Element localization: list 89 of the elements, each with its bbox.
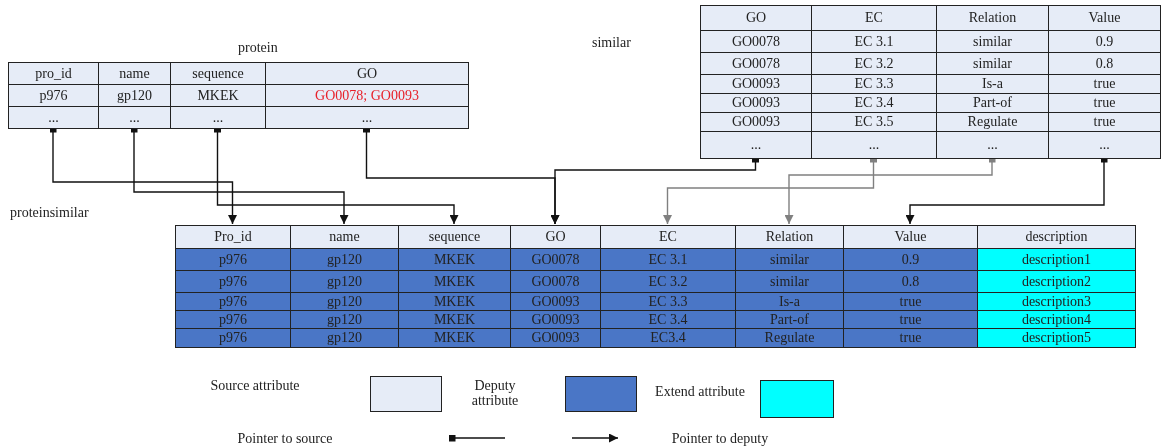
data-cell: similar [936,52,1049,75]
data-cell: description2 [977,270,1136,293]
data-cell: 0.8 [1048,52,1161,75]
data-cell: MKEK [398,328,511,348]
table-column [735,225,844,347]
data-cell: MKEK [398,248,511,271]
header-cell: EC [811,5,937,31]
data-cell: true [843,328,978,348]
data-cell: description1 [977,248,1136,271]
header-cell: Pro_id [175,225,291,249]
data-cell: Regulate [936,112,1049,132]
table-column [170,62,266,128]
header-cell: name [290,225,399,249]
data-cell: Part-of [936,93,1049,113]
data-cell: MKEK [398,270,511,293]
data-cell: similar [936,30,1049,53]
data-cell: Regulate [735,328,844,348]
data-cell: EC 3.4 [811,93,937,113]
data-cell: ... [98,106,171,129]
data-cell: ... [1048,131,1161,159]
table-column [175,225,291,347]
data-cell: true [1048,74,1161,94]
table-column [811,5,937,158]
data-cell: GO0093 [510,328,601,348]
header-cell: EC [600,225,736,249]
data-cell: EC3.4 [600,328,736,348]
data-cell: EC 3.3 [811,74,937,94]
header-cell: Relation [936,5,1049,31]
legend-label: Extend attribute [655,384,745,399]
data-cell: GO0093 [700,112,812,132]
database-table [590,5,1160,158]
data-cell: EC 3.5 [811,112,937,132]
table-column [510,225,601,347]
data-cell: ... [700,131,812,159]
header-cell: sequence [398,225,511,249]
table-column [1048,5,1161,158]
data-cell: GO0078; GO0093 [265,84,469,107]
data-cell: p976 [175,270,291,293]
legend-label: Pointer to source [236,431,334,446]
table-column [977,225,1136,347]
data-cell: gp120 [290,328,399,348]
data-cell: GO0078 [700,30,812,53]
table-column [8,62,99,128]
table-column [843,225,978,347]
data-cell: GO0078 [700,52,812,75]
data-cell: GO0093 [700,74,812,94]
data-cell: true [1048,112,1161,132]
table-column [98,62,171,128]
header-cell: Value [1048,5,1161,31]
data-cell: description5 [977,328,1136,348]
data-cell: p976 [175,248,291,271]
header-cell: GO [700,5,812,31]
header-cell: GO [510,225,601,249]
table-column [700,5,812,158]
table-title: protein [238,40,278,56]
data-cell: ... [170,106,266,129]
header-cell: description [977,225,1136,249]
header-cell: Relation [735,225,844,249]
data-cell: 0.9 [1048,30,1161,53]
data-cell: MKEK [170,84,266,107]
legend-label: Deputy attribute [470,378,520,408]
database-table [8,40,468,128]
legend-label: Pointer to deputy [670,431,770,446]
table-column [290,225,399,347]
data-cell: 0.9 [843,248,978,271]
header-cell: GO [265,62,469,85]
data-cell: Is-a [936,74,1049,94]
table-title: proteinsimilar [10,205,89,221]
data-cell: p976 [175,328,291,348]
table-column [600,225,736,347]
data-cell: ... [811,131,937,159]
database-table [8,205,1136,347]
table-column [936,5,1049,158]
data-cell: EC 3.1 [600,248,736,271]
data-cell: 0.8 [843,270,978,293]
data-cell: ... [265,106,469,129]
header-cell: sequence [170,62,266,85]
data-cell: GO0093 [700,93,812,113]
data-cell: true [1048,93,1161,113]
legend-label: Source attribute [210,378,300,393]
data-cell: EC 3.2 [600,270,736,293]
data-cell: EC 3.2 [811,52,937,75]
data-cell: ... [936,131,1049,159]
data-cell: EC 3.1 [811,30,937,53]
table-title: similar [592,35,631,51]
table-column [265,62,469,128]
table-column [398,225,511,347]
header-cell: Value [843,225,978,249]
data-cell: ... [8,106,99,129]
